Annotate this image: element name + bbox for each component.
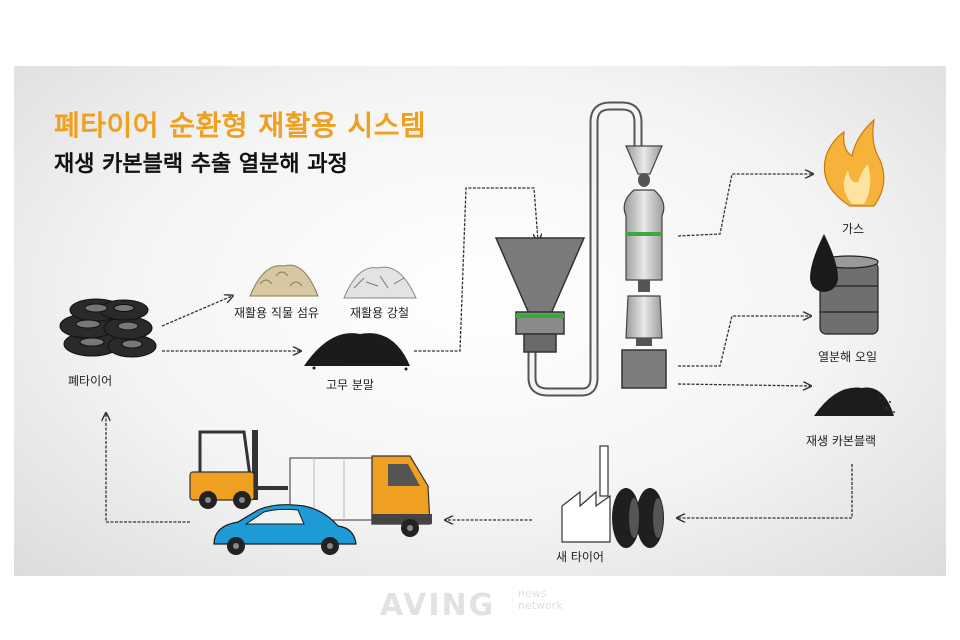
factory-new-tire-icon	[561, 445, 664, 548]
waste-tire-stack-icon	[59, 298, 157, 358]
label-rubber-powder: 고무 분말	[326, 378, 374, 392]
arrow-tire-to-fibers	[161, 296, 232, 327]
label-fiber: 재활용 직물 섬유	[234, 306, 319, 320]
arrow-reactor-to-oil	[678, 316, 810, 367]
diagram-background	[14, 66, 946, 576]
label-carbon-black: 재생 카본블랙	[806, 434, 877, 448]
watermark-sub: news network	[518, 588, 563, 612]
diagram-title: 폐타이어 순환형 재활용 시스템	[54, 109, 427, 142]
label-waste-tire: 폐타이어	[68, 374, 113, 388]
carbon-black-pile-icon	[814, 387, 895, 416]
label-gas: 가스	[842, 222, 865, 236]
truck-icon	[289, 455, 432, 537]
label-new-tire: 새 타이어	[556, 550, 604, 564]
rubber-powder-icon	[304, 333, 410, 371]
label-steel: 재활용 강철	[350, 306, 410, 320]
feed-hopper	[494, 237, 586, 317]
pyrolysis-diagram	[59, 101, 895, 555]
gas-flame-icon	[823, 118, 885, 207]
fiber-pile-icon	[249, 264, 319, 297]
arrow-powder-to-hopper	[414, 187, 538, 352]
watermark-sub-top: news	[518, 587, 547, 600]
watermark-sub-bottom: network	[518, 599, 563, 612]
arrow-truck-to-tire	[106, 414, 190, 523]
car-icon	[213, 504, 357, 555]
watermark-logo: AVING	[380, 588, 496, 623]
pyrolysis-reactor	[494, 101, 667, 397]
oil-barrel-icon	[810, 234, 879, 335]
arrow-reactor-to-carbon	[677, 384, 810, 386]
arrow-reactor-to-gas	[677, 174, 812, 237]
oil-drop-icon	[810, 234, 838, 292]
forklift-icon	[189, 430, 288, 509]
flow-arrows	[106, 174, 853, 523]
arrow-carbon-to-newtire	[678, 464, 853, 518]
label-pyrolysis-oil: 열분해 오일	[818, 350, 878, 364]
steel-pile-icon	[343, 266, 417, 299]
diagram-subtitle: 재생 카본블랙 추출 열분해 과정	[54, 152, 348, 177]
